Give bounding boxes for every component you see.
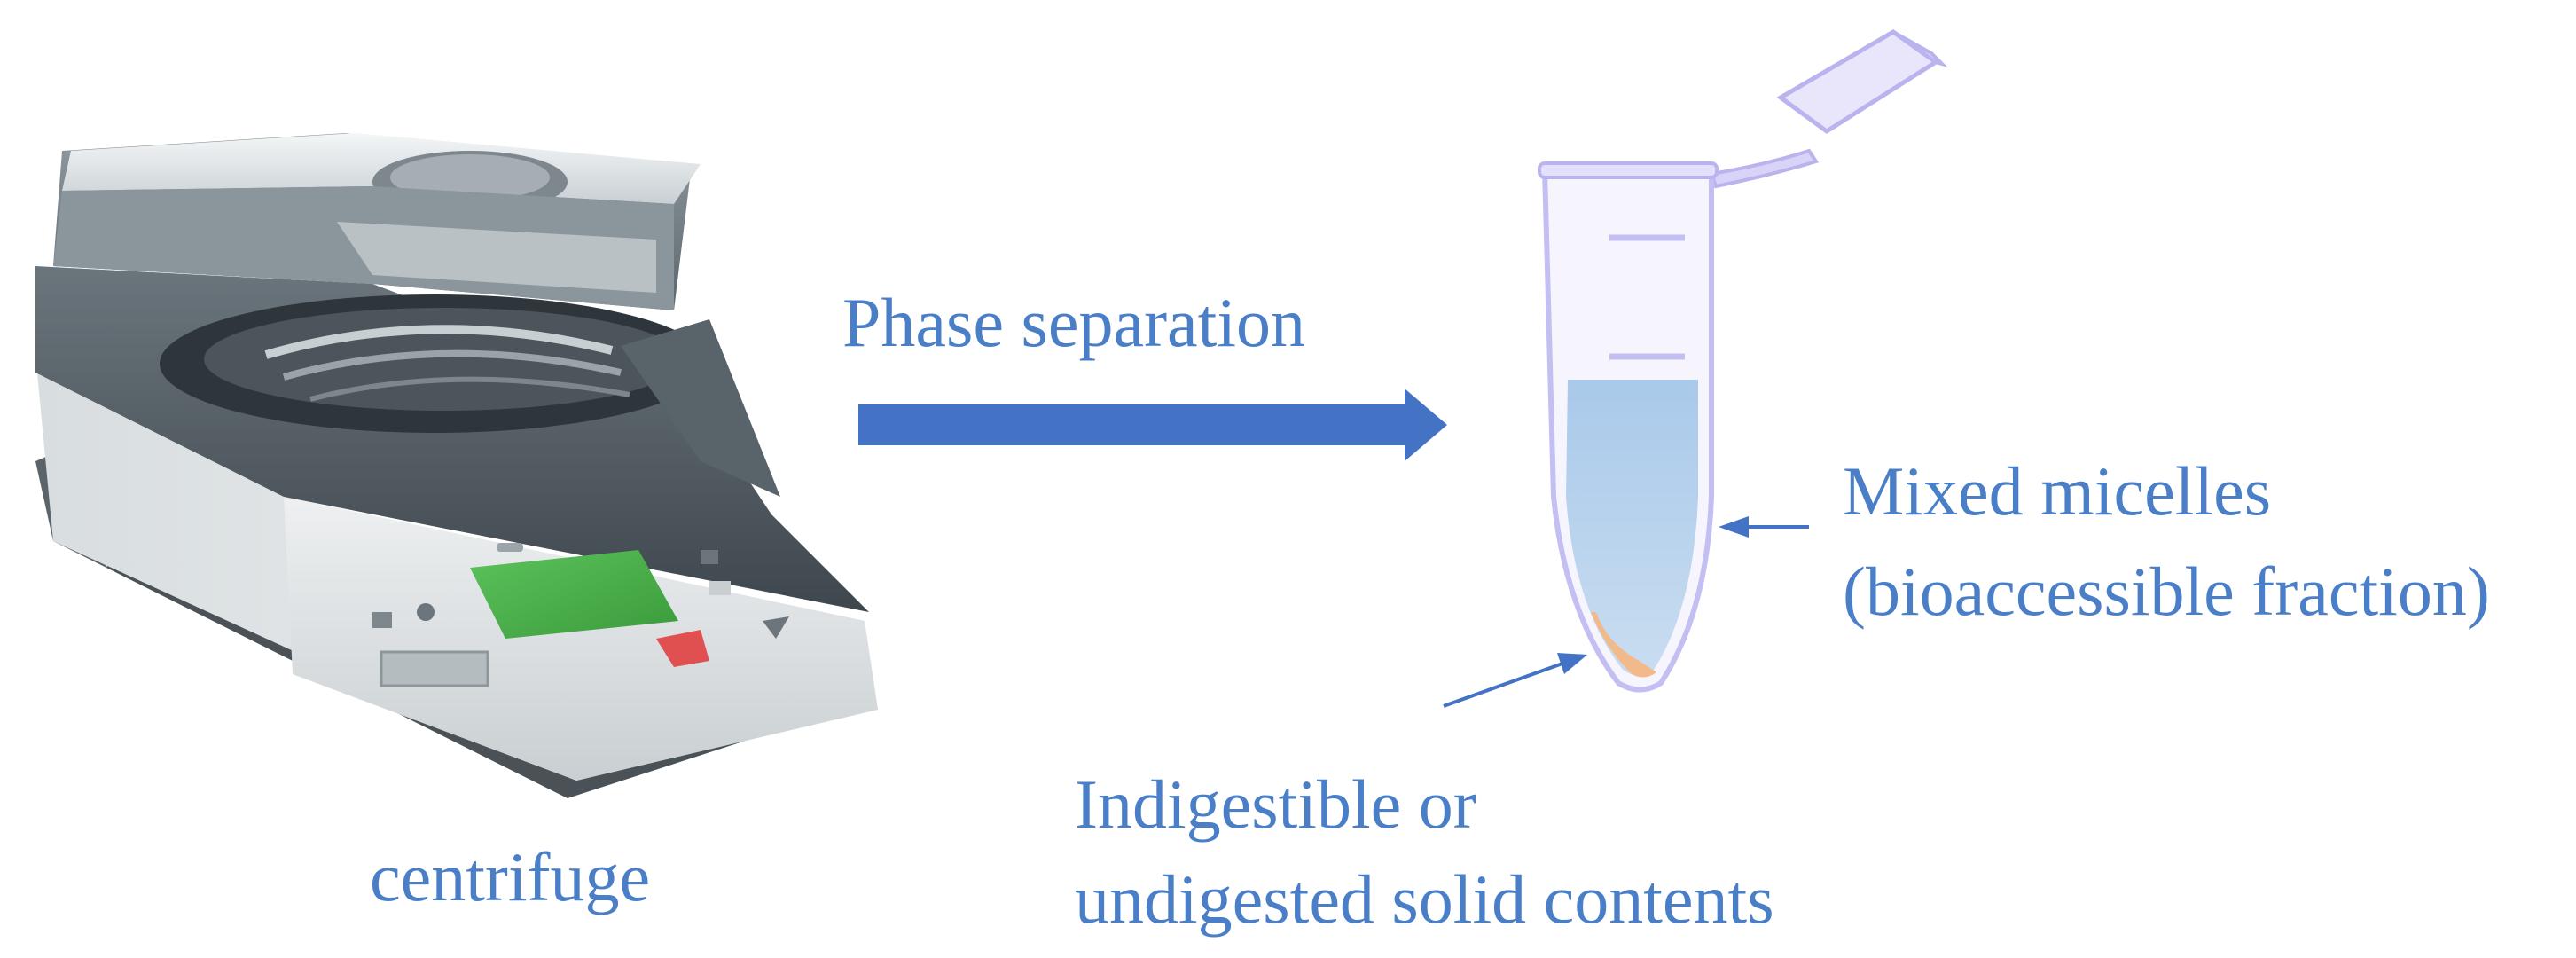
mixed-micelles-label: Mixed micelles (1843, 452, 2272, 530)
button-icon (372, 612, 392, 628)
micelle-liquid (1566, 380, 1698, 676)
display-slot (380, 650, 489, 687)
bioaccessible-fraction-label: (bioaccessible fraction) (1843, 553, 2490, 630)
button-icon (701, 550, 718, 564)
indigestible-label: Indigestible or (1075, 766, 1476, 843)
diagonal-arrow-icon (1443, 653, 1587, 708)
microcentrifuge-tube-icon (1538, 29, 1948, 693)
right-arrow-icon (858, 389, 1447, 461)
phase-separation-label: Phase separation (842, 284, 1306, 361)
centrifuge-label: centrifuge (370, 838, 651, 915)
screen (470, 550, 678, 639)
centrifuge-device-icon (35, 133, 878, 798)
button-icon (417, 603, 435, 621)
play-button-icon (763, 616, 789, 639)
start-button-icon (656, 630, 709, 667)
solid-pellet (1591, 612, 1656, 678)
button-icon (709, 581, 731, 595)
left-arrow-icon (1719, 516, 1809, 538)
undigested-solids-label: undigested solid contents (1075, 860, 1774, 938)
